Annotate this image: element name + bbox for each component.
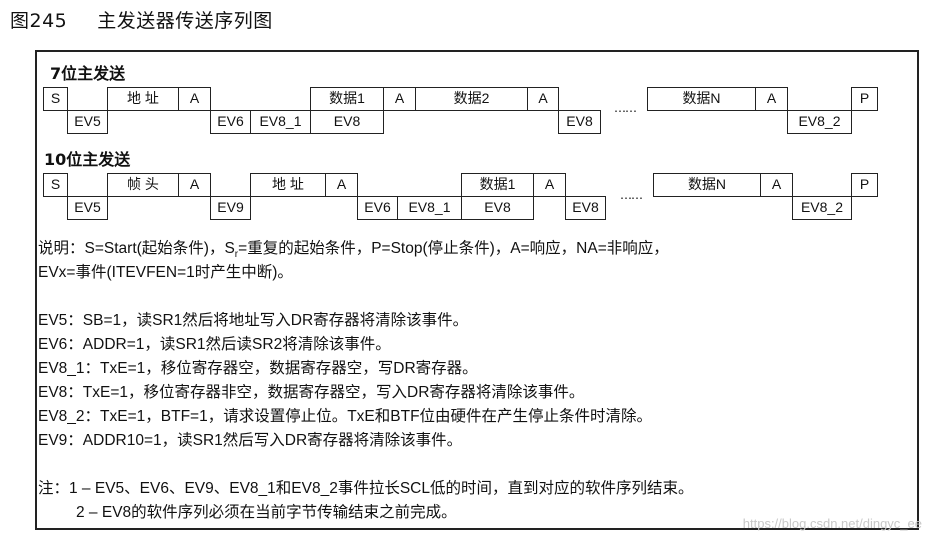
diagram-frame xyxy=(35,50,919,530)
ack-box: A xyxy=(178,173,211,197)
event-box: EV8_2 xyxy=(792,196,852,220)
start-box: S xyxy=(43,87,68,111)
event-box: EV8 xyxy=(558,110,601,134)
watermark: https://blog.csdn.net/dingyc_ee xyxy=(742,516,922,531)
ack-box: A xyxy=(325,173,358,197)
legend-text: 说明：S=Start(起始条件)，S xyxy=(38,240,235,257)
legend-text: =重复的起始条件，P=Stop(停止条件)，A=响应，NA=非响应， xyxy=(238,240,669,257)
event-description: EV8_1：TxE=1，移位寄存器空，数据寄存器空，写DR寄存器。 xyxy=(38,360,478,377)
legend-line-1: 说明：S=Start(起始条件)，Sr=重复的起始条件，P=Stop(停止条件)… xyxy=(38,236,669,260)
event-box: EV8 xyxy=(310,110,384,134)
event-box: EV8 xyxy=(461,196,534,220)
event-box: EV5 xyxy=(67,110,108,134)
data-box: 数据1 xyxy=(310,87,384,111)
stop-box: P xyxy=(851,173,878,197)
ack-box: A xyxy=(383,87,416,111)
data-box: 数据N xyxy=(647,87,756,111)
event-description: EV8：TxE=1，移位寄存器非空，数据寄存器空，写入DR寄存器将清除该事件。 xyxy=(38,384,585,401)
ack-box: A xyxy=(755,87,788,111)
header-box: 帧 头 xyxy=(107,173,179,197)
ellipsis: …… xyxy=(620,188,643,202)
address-box: 地 址 xyxy=(250,173,326,197)
figure-number: 图245 xyxy=(10,10,68,32)
section-7bit-title: 7位主发送 xyxy=(50,64,126,83)
figure-title: 图245 主发送器传送序列图 xyxy=(10,6,273,33)
ack-box: A xyxy=(178,87,211,111)
ack-box: A xyxy=(527,87,559,111)
note-1: 注：1 – EV5、EV6、EV9、EV8_1和EV8_2事件拉长SCL低的时间… xyxy=(38,480,694,497)
event-description: EV8_2：TxE=1，BTF=1，请求设置停止位。TxE和BTF位由硬件在产生… xyxy=(38,408,653,425)
event-box: EV9 xyxy=(210,196,251,220)
event-box: EV8_1 xyxy=(397,196,462,220)
legend-subscript: r xyxy=(234,249,239,261)
stop-box: P xyxy=(851,87,878,111)
start-box: S xyxy=(43,173,68,197)
address-box: 地 址 xyxy=(107,87,179,111)
event-description: EV5：SB=1，读SR1然后将地址写入DR寄存器将清除该事件。 xyxy=(38,312,469,329)
event-description: EV6：ADDR=1，读SR1然后读SR2将清除该事件。 xyxy=(38,336,391,353)
figure-caption: 主发送器传送序列图 xyxy=(97,10,273,32)
ack-box: A xyxy=(533,173,566,197)
ellipsis: …… xyxy=(614,101,637,115)
section-10bit-title: 10位主发送 xyxy=(44,150,131,169)
event-box: EV6 xyxy=(357,196,398,220)
ack-box: A xyxy=(760,173,793,197)
data-box: 数据1 xyxy=(461,173,534,197)
event-box: EV8_2 xyxy=(787,110,852,134)
legend-line-2: EVx=事件(ITEVFEN=1时产生中断)。 xyxy=(38,264,293,281)
data-box: 数据N xyxy=(653,173,761,197)
event-box: EV8 xyxy=(565,196,606,220)
event-box: EV8_1 xyxy=(250,110,311,134)
event-description: EV9：ADDR10=1，读SR1然后写入DR寄存器将清除该事件。 xyxy=(38,432,463,449)
event-box: EV6 xyxy=(210,110,251,134)
data-box: 数据2 xyxy=(415,87,528,111)
event-box: EV5 xyxy=(67,196,108,220)
note-2: 2 – EV8的软件序列必须在当前字节传输结束之前完成。 xyxy=(76,504,457,521)
